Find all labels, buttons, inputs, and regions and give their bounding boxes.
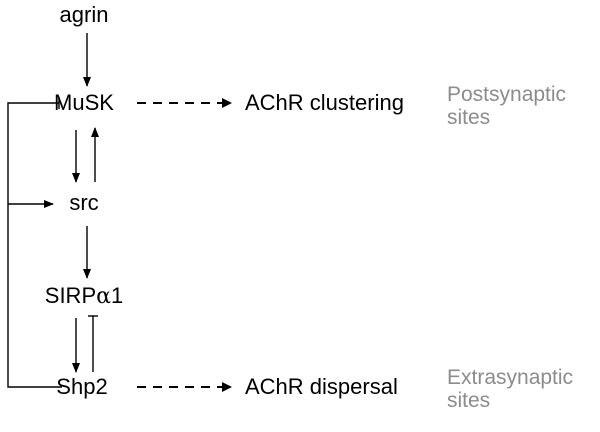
achr-clustering-label: AChR clustering	[245, 90, 404, 115]
postsynaptic-sites-label: Postsynaptic sites	[447, 83, 572, 129]
agrin-label: agrin	[60, 2, 109, 27]
musk-to-clustering-arrowhead	[222, 98, 232, 108]
feedback-line	[7, 102, 62, 388]
src-label: src	[69, 190, 98, 215]
shp2-to-dispersal-arrowhead	[222, 382, 232, 392]
extrasynaptic-sites-label: Extrasynaptic sites	[447, 366, 579, 412]
achr-dispersal-label: AChR dispersal	[245, 374, 398, 399]
musk-label: MuSK	[54, 90, 114, 115]
sirp-alpha1-label: SIRPα1	[45, 283, 123, 309]
shp2-label: Shp2	[56, 374, 107, 399]
